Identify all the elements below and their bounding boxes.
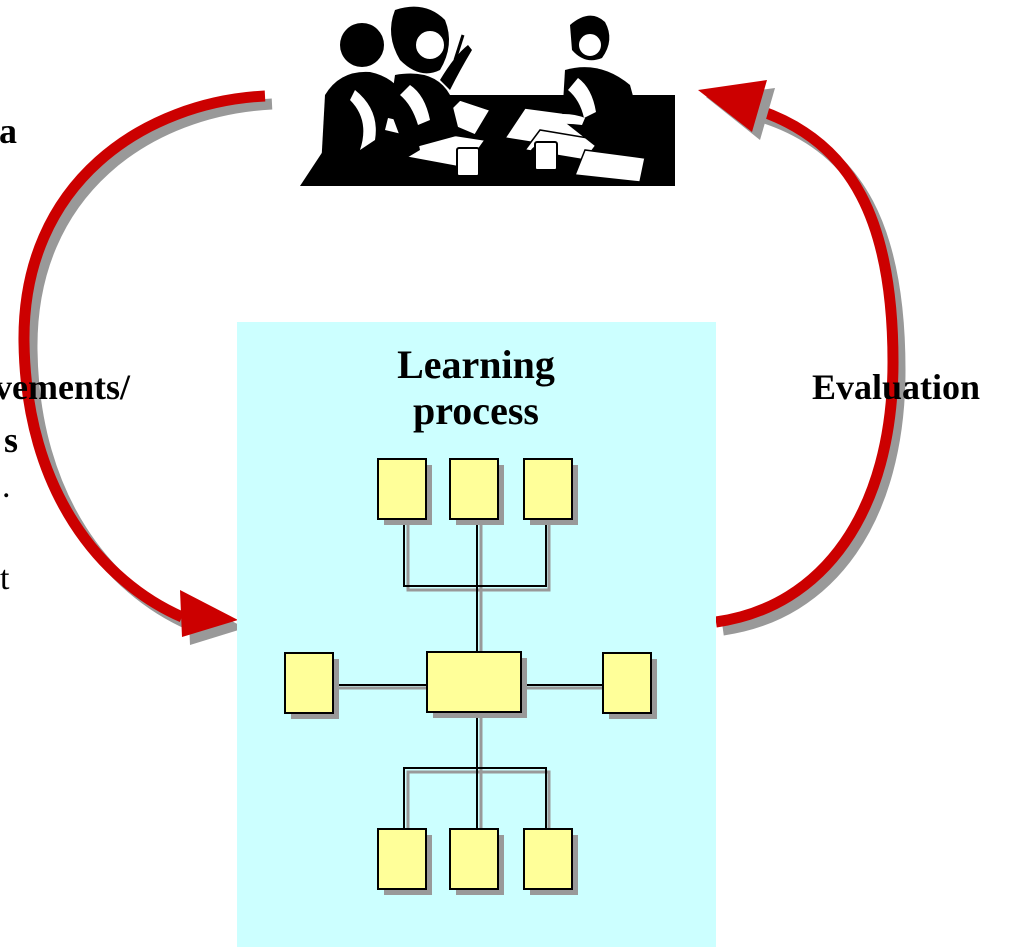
bottom-box-1 [377,828,427,890]
left-fragment-lower1: . [2,468,11,505]
top-box-3 [523,458,573,520]
top-box-2 [449,458,499,520]
evaluation-label: Evaluation [812,367,980,407]
left-arrowhead [180,590,238,637]
right-arrowhead [698,80,767,132]
left-arc-arrow [18,90,266,623]
process-boxes [284,458,652,890]
left-fragment-lower2: t [0,560,10,597]
right-box [602,652,652,714]
people-meeting-icon [300,6,675,186]
panel-title-line1: Learning [397,342,555,387]
left-fragment-middle2: s [4,420,18,460]
panel-title-line2: process [413,388,539,433]
bottom-box-2 [449,828,499,890]
left-box [284,652,334,714]
left-fragment-top: a [0,111,17,151]
top-box-1 [377,458,427,520]
center-box [426,651,522,713]
bottom-box-3 [523,828,573,890]
connectors [336,518,603,828]
connector-shadows [339,520,603,830]
left-fragment-middle1: vements/ [0,367,131,407]
right-arc-arrow [715,104,899,628]
left-arc-arrow-shadow [26,98,273,631]
